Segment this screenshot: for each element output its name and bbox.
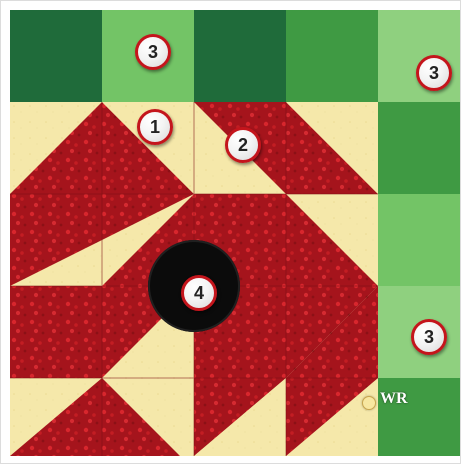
fabric-label-3-top: 3	[135, 34, 171, 70]
green-square-top-4	[286, 10, 378, 102]
fabric-label-1: 1	[137, 109, 173, 145]
green-square-right-2	[378, 194, 460, 286]
quilt-signature: WR	[380, 390, 408, 408]
signature-badge-icon	[362, 396, 376, 410]
green-square-top-3	[194, 10, 286, 102]
green-square-top-5	[378, 10, 460, 102]
fabric-label-2: 2	[225, 127, 261, 163]
fabric-label-3-top-right: 3	[416, 55, 452, 91]
green-square-top-1	[10, 10, 102, 102]
fabric-label-3-bottom-right: 3	[411, 319, 447, 355]
green-square-right-1	[378, 102, 460, 194]
fabric-label-4: 4	[181, 275, 217, 311]
quilt-block: 1 2 3 3 3 4 WR	[10, 10, 460, 456]
